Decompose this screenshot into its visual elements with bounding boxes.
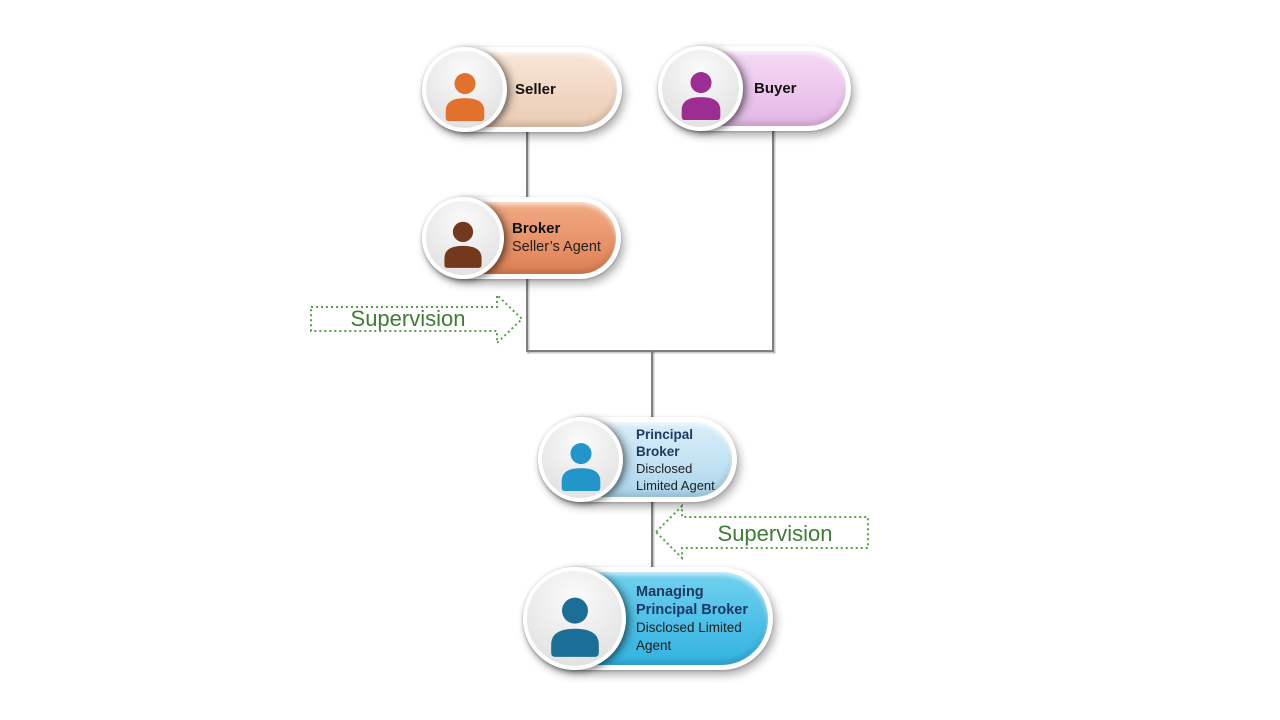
buyer-avatar [658, 46, 743, 131]
supervision-arrow-left [654, 503, 870, 561]
managing-principal-broker-avatar [523, 567, 626, 670]
person-icon [681, 71, 720, 120]
person-icon [550, 597, 599, 657]
supervision-label-lower: Supervision [717, 521, 833, 546]
seller-label: Seller [515, 47, 610, 132]
node-subtitle: Seller’s Agent [512, 239, 601, 255]
principal-broker-label: Principal Broker Disclosed Limited Agent [636, 417, 731, 502]
node-title: Seller [515, 81, 556, 98]
managing-principal-broker-label: Managing Principal Broker Disclosed Limi… [636, 567, 767, 670]
dotted-arrow-left-icon [654, 503, 869, 561]
dotted-arrow-right-icon [310, 292, 524, 346]
node-subtitle: Disclosed Limited Agent [636, 460, 715, 493]
node-title: Broker [512, 220, 561, 237]
person-icon [561, 442, 600, 491]
connector-horizontal [526, 350, 774, 352]
supervision-arrow-right [310, 292, 524, 346]
node-title: Principal Broker [636, 426, 694, 459]
seller-avatar [422, 47, 507, 132]
broker-label: Broker Seller’s Agent [512, 197, 613, 279]
node-broker: Broker Seller’s Agent [422, 197, 621, 279]
person-icon [445, 72, 484, 121]
connector-seller-broker [526, 130, 528, 198]
node-principal-broker: Principal Broker Disclosed Limited Agent [538, 417, 737, 502]
node-seller: Seller [422, 47, 622, 132]
buyer-label: Buyer [754, 46, 841, 131]
supervision-label-upper: Supervision [350, 306, 466, 331]
node-buyer: Buyer [658, 46, 851, 131]
broker-avatar [422, 197, 504, 279]
connector-buyer-down [772, 129, 774, 352]
node-subtitle: Disclosed Limited Agent [636, 619, 742, 653]
connector-to-principal [651, 351, 653, 417]
node-title: Buyer [754, 80, 797, 97]
person-icon [444, 221, 482, 268]
connector-broker-down [526, 277, 528, 352]
node-managing-principal-broker: Managing Principal Broker Disclosed Limi… [523, 567, 773, 670]
principal-broker-avatar [538, 417, 623, 502]
connector-principal-managing [651, 500, 653, 568]
node-title: Managing Principal Broker [636, 583, 749, 618]
